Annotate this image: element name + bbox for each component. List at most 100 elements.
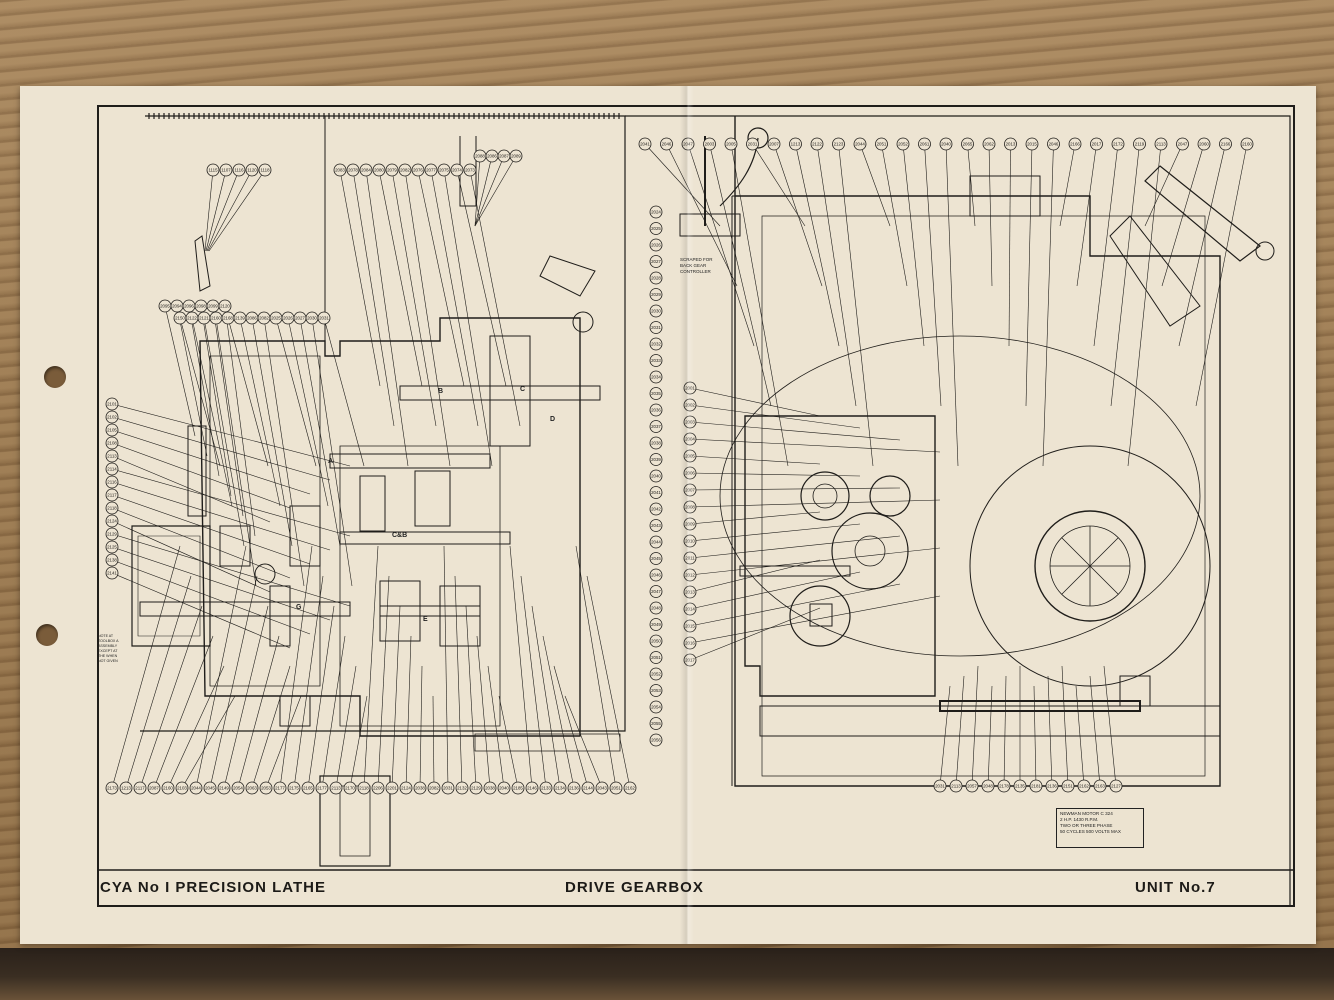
balloon-right-bottom: 2178	[997, 779, 1011, 793]
balloon-right-top-circle	[1090, 137, 1103, 151]
leader-line	[945, 143, 959, 467]
leader-line	[1161, 143, 1205, 287]
leader-line	[111, 520, 271, 593]
balloon-mid-column: 2052	[649, 667, 663, 681]
vent-spoke-d2	[1061, 537, 1119, 595]
balloon-left-mid: 2027	[293, 311, 307, 325]
foot-bracket	[279, 696, 311, 727]
leader-line	[689, 487, 901, 491]
balloon-right-top-circle	[939, 137, 953, 151]
balloon-right-top-circle	[1004, 137, 1017, 151]
balloon-right-top: 2013	[1004, 137, 1017, 151]
balloon-right-bottom-circle	[1109, 779, 1123, 793]
balloon-left-top-c: 2087	[497, 149, 511, 163]
balloon-right-top-circle	[961, 137, 974, 151]
balloon-right-left-col-circle	[683, 432, 697, 446]
leader-line	[188, 305, 220, 477]
lathe-title: CYA No I PRECISION LATHE	[100, 879, 326, 896]
leader-line	[1047, 675, 1053, 787]
balloon-left-bottom-number: 2045	[205, 786, 215, 791]
leader-line	[689, 571, 861, 610]
balloon-left-bottom: 2063	[245, 781, 259, 795]
balloon-left-bottom-circle	[119, 781, 133, 795]
balloon-right-top: 2160	[1240, 137, 1254, 151]
balloon-left-bottom-circle	[539, 781, 553, 795]
balloon-right-top-circle	[1111, 137, 1125, 151]
balloon-mid-column: 2056	[649, 733, 663, 747]
balloon-left-side-number: 2105	[107, 428, 117, 433]
balloon-left-top-c-number: 2086	[487, 154, 497, 159]
leader-line	[293, 575, 324, 789]
leader-line	[339, 169, 381, 387]
balloon-mid-column-number: 2053	[651, 688, 661, 693]
balloon-right-left-col: 2006	[683, 466, 697, 480]
leader-line	[542, 635, 575, 789]
leader-line	[111, 545, 181, 789]
left-note-line: THE WHEN	[98, 654, 118, 658]
balloon-right-top-circle	[1154, 137, 1168, 151]
balloon-left-top-b-circle	[346, 163, 360, 177]
balloon-right-top-number: 2007	[769, 142, 779, 147]
balloon-left-bottom-number: 2149	[219, 786, 229, 791]
balloon-right-left-col-number: 2005	[685, 454, 695, 459]
binder-hole-top	[44, 366, 66, 388]
balloon-right-top-number: 2013	[1006, 142, 1016, 147]
gear-lower-2	[439, 585, 481, 647]
balloon-left-bottom: 2053	[259, 781, 273, 795]
balloon-right-bottom: 2163	[1093, 779, 1107, 793]
balloon-left-bottom-number: 2082	[429, 786, 439, 791]
balloon-right-top-number: 2047	[1178, 142, 1188, 147]
balloon-left-top-c-number: 2088	[475, 154, 485, 159]
scraped-note-line: BACK GEAR	[680, 263, 707, 268]
balloon-right-left-col-circle	[683, 449, 697, 463]
balloon-left-side: 2102	[105, 410, 119, 424]
balloon-mid-column-circle	[649, 585, 663, 598]
leader-line	[988, 143, 993, 287]
balloon-left-top-c-number: 2087	[499, 154, 509, 159]
leader-line	[391, 605, 401, 789]
leader-line	[709, 143, 772, 407]
balloon-left-bottom-number: 2113	[331, 786, 341, 791]
tension-lever	[1144, 165, 1261, 262]
balloon-right-bottom-circle	[933, 779, 947, 793]
balloon-left-bottom-number: 2144	[583, 786, 593, 791]
balloon-left-bottom: 2117	[133, 781, 147, 795]
balloon-mid-column-number: 2029	[651, 292, 661, 297]
balloon-mid-column-circle	[649, 618, 663, 631]
balloon-right-bottom: 2057	[965, 779, 979, 793]
leader-line	[575, 545, 617, 789]
balloon-left-bottom-number: 2053	[261, 786, 271, 791]
leader-line	[349, 695, 368, 789]
balloon-left-top-d-number: 2120	[220, 304, 230, 309]
balloon-left-mid: 2139	[233, 311, 247, 325]
balloon-right-left-col-circle	[683, 585, 697, 599]
balloon-left-mid: 2168	[221, 311, 235, 325]
balloon-right-bottom: 2048	[981, 779, 995, 793]
pulley-left	[131, 525, 211, 647]
balloon-right-top: 1213	[789, 137, 802, 151]
balloon-right-bottom: 2181	[1029, 779, 1043, 793]
balloon-left-side-number: 2113	[107, 454, 117, 459]
balloon-left-top-c: 2088	[473, 149, 487, 163]
balloon-right-top-number: 2065	[963, 142, 973, 147]
balloon-left-side-number: 2124	[107, 519, 117, 524]
balloon-left-mid-number: 2026	[283, 316, 293, 321]
scraped-note: SCRAPED FOR BACK GEAR CONTROLLER	[680, 257, 740, 275]
balloon-left-bottom-number: 2117	[135, 786, 145, 791]
balloon-left-bottom-circle	[231, 781, 245, 795]
balloon-left-bottom: 2132	[455, 781, 469, 795]
balloon-right-bottom-number: 2127	[1111, 784, 1121, 789]
balloon-left-bottom-number: 2177	[317, 786, 327, 791]
leader-line	[111, 546, 331, 621]
balloon-left-bottom: 2160	[161, 781, 175, 795]
balloon-left-mid-number: 2168	[223, 316, 233, 321]
leader-line	[474, 155, 481, 227]
balloon-mid-column-circle	[649, 601, 663, 615]
balloon-left-bottom: 2087	[147, 781, 161, 795]
balloon-left-top-b-number: 2084	[361, 168, 371, 173]
balloon-right-left-col-number: 2003	[685, 420, 695, 425]
balloon-left-bottom-circle	[259, 781, 273, 795]
gear-right-1-hub	[812, 483, 838, 509]
balloon-left-side: 2117	[105, 488, 119, 502]
balloon-right-left-col-number: 2004	[685, 437, 695, 442]
